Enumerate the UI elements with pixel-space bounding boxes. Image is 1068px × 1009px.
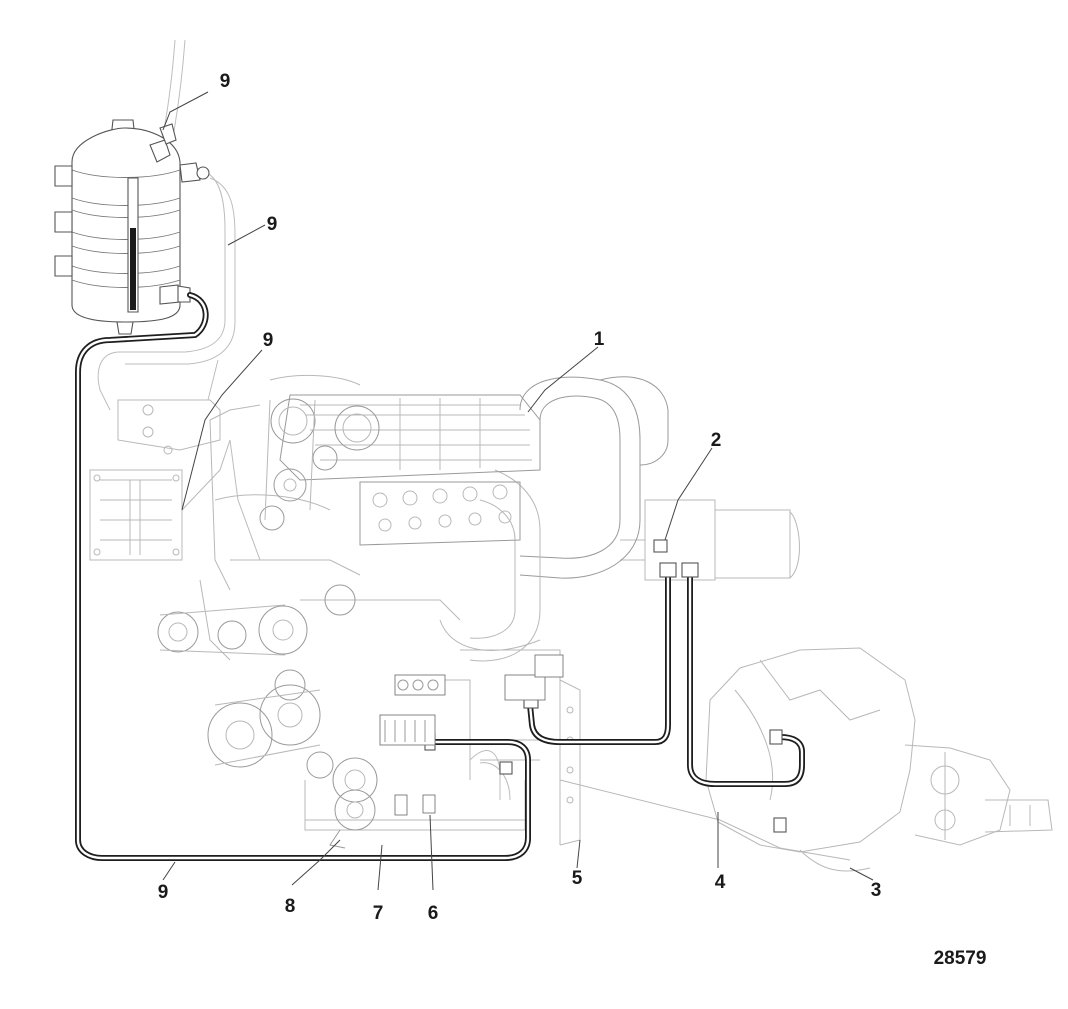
- background-engine-outline: [89, 374, 1053, 872]
- accessory-pulleys: [157, 398, 380, 803]
- callout-5: 5: [572, 868, 583, 889]
- figure-id: 28579: [934, 948, 987, 969]
- callout-7: 7: [373, 903, 384, 924]
- callout-8: 8: [285, 896, 296, 917]
- coolant-reservoir: [54, 119, 210, 335]
- callout-3: 3: [871, 880, 882, 901]
- highlighted-hoses: [75, 292, 805, 861]
- callout-6: 6: [428, 903, 439, 924]
- callout-1: 1: [594, 329, 605, 350]
- callout-4: 4: [715, 872, 726, 893]
- hose-fittings: [329, 539, 787, 849]
- callout-9-reservoir: 9: [267, 214, 278, 235]
- level-gauge-fill: [130, 228, 136, 310]
- callout-2: 2: [711, 430, 722, 451]
- callout-9-bottom: 9: [158, 882, 169, 903]
- callout-labels: 1 2 3 4 5 6 7 8 9 9 9 9: [158, 71, 882, 924]
- callout-9-middle: 9: [263, 330, 274, 351]
- leader-lines: [162, 91, 874, 891]
- callout-9-top: 9: [220, 71, 231, 92]
